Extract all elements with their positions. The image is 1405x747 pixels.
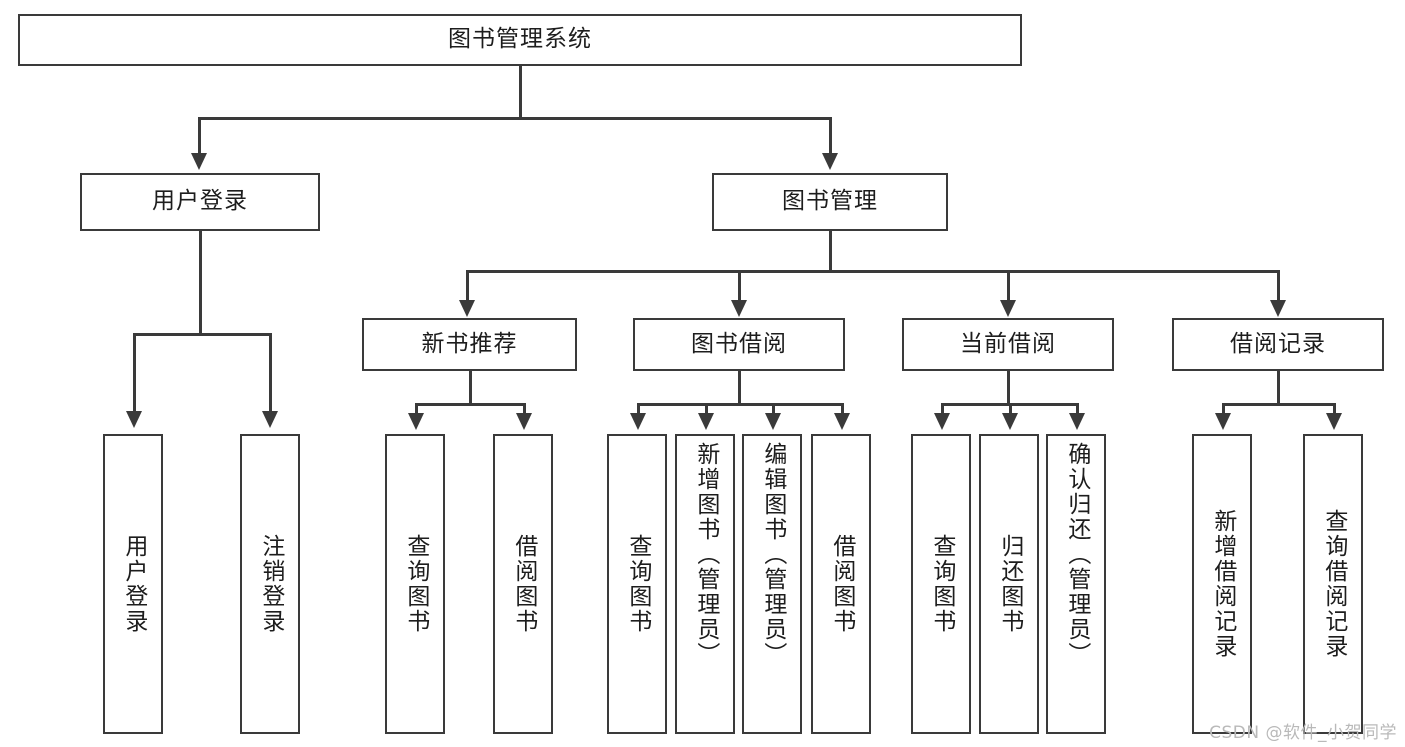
arrowhead-br-leaf-1 (1215, 413, 1231, 430)
arrowhead-to-borrow-record (1270, 300, 1286, 317)
leaf-label: 查询借阅记录 (1320, 509, 1347, 659)
leaf-br-query-record[interactable]: 查询借阅记录 (1303, 434, 1363, 734)
node-root-system[interactable]: 图书管理系统 (18, 14, 1022, 66)
connector-root-drop-right (829, 117, 832, 157)
connector-bm-drop-2 (738, 270, 741, 304)
connector-cb-drop-3 (1076, 403, 1079, 417)
arrowhead-to-new-book-recommend (459, 300, 475, 317)
arrowhead-to-current-borrow (1000, 300, 1016, 317)
leaf-nbr-query-book[interactable]: 查询图书 (385, 434, 445, 734)
node-new-book-recommend[interactable]: 新书推荐 (362, 318, 577, 371)
connector-root-stem (519, 66, 522, 119)
arrowhead-cb-leaf-1 (934, 413, 950, 430)
connector-bm-drop-3 (1007, 270, 1010, 304)
leaf-cb-return-book[interactable]: 归还图书 (979, 434, 1039, 734)
connector-nbr-drop-1 (415, 403, 418, 417)
leaf-label: 注销登录 (257, 534, 284, 634)
node-user-login[interactable]: 用户登录 (80, 173, 320, 231)
connector-cb-drop-1 (941, 403, 944, 417)
leaf-bb-borrow-book[interactable]: 借阅图书 (811, 434, 871, 734)
leaf-cb-query-book[interactable]: 查询图书 (911, 434, 971, 734)
arrowhead-bb-leaf-3 (765, 413, 781, 430)
arrowhead-nbr-leaf-1 (408, 413, 424, 430)
node-label: 图书管理 (782, 188, 878, 215)
leaf-label: 查询图书 (928, 534, 955, 634)
connector-bb-stem (738, 371, 741, 405)
leaf-nbr-borrow-book[interactable]: 借阅图书 (493, 434, 553, 734)
connector-nbr-drop-2 (523, 403, 526, 417)
node-label: 图书管理系统 (448, 26, 592, 53)
connector-bb-drop-4 (841, 403, 844, 417)
arrowhead-to-leaf-logout (262, 411, 278, 428)
leaf-label: 归还图书 (996, 534, 1023, 634)
node-book-management[interactable]: 图书管理 (712, 173, 948, 231)
connector-user-login-stem (199, 231, 202, 335)
leaf-user-login[interactable]: 用户登录 (103, 434, 163, 734)
arrowhead-bb-leaf-2 (698, 413, 714, 430)
connector-user-login-drop-2 (269, 333, 272, 415)
arrowhead-to-leaf-user-login (126, 411, 142, 428)
connector-user-login-bus (133, 333, 271, 336)
leaf-label: 编辑图书（管理员） (759, 442, 786, 667)
connector-bm-drop-1 (466, 270, 469, 304)
node-book-borrow[interactable]: 图书借阅 (633, 318, 845, 371)
connector-br-bus (1222, 403, 1335, 406)
arrowhead-bb-leaf-1 (630, 413, 646, 430)
leaf-bb-edit-book-admin[interactable]: 编辑图书（管理员） (742, 434, 802, 734)
leaf-label: 查询图书 (624, 534, 651, 634)
arrowhead-nbr-leaf-2 (516, 413, 532, 430)
connector-root-drop-left (198, 117, 201, 157)
connector-bb-drop-2 (705, 403, 708, 417)
arrowhead-br-leaf-2 (1326, 413, 1342, 430)
leaf-bb-query-book[interactable]: 查询图书 (607, 434, 667, 734)
arrowhead-to-book-borrow (731, 300, 747, 317)
leaf-label: 借阅图书 (828, 534, 855, 634)
node-label: 用户登录 (152, 188, 248, 215)
connector-bb-bus (637, 403, 844, 406)
arrowhead-bb-leaf-4 (834, 413, 850, 430)
node-current-borrow[interactable]: 当前借阅 (902, 318, 1114, 371)
connector-book-management-bus (466, 270, 1278, 273)
arrowhead-cb-leaf-2 (1002, 413, 1018, 430)
connector-nbr-bus (415, 403, 525, 406)
csdn-watermark: CSDN @软件_小贺同学 (1209, 723, 1397, 743)
leaf-br-add-record[interactable]: 新增借阅记录 (1192, 434, 1252, 734)
connector-cb-drop-2 (1009, 403, 1012, 417)
connector-br-drop-2 (1333, 403, 1336, 417)
leaf-logout[interactable]: 注销登录 (240, 434, 300, 734)
connector-bb-drop-1 (637, 403, 640, 417)
leaf-label: 新增图书（管理员） (692, 442, 719, 667)
node-label: 当前借阅 (960, 330, 1056, 357)
leaf-label: 用户登录 (120, 534, 147, 634)
node-label: 图书借阅 (691, 330, 787, 357)
arrowhead-to-user-login (191, 153, 207, 170)
arrowhead-cb-leaf-3 (1069, 413, 1085, 430)
leaf-bb-add-book-admin[interactable]: 新增图书（管理员） (675, 434, 735, 734)
node-label: 借阅记录 (1230, 330, 1326, 357)
connector-nbr-stem (469, 371, 472, 405)
connector-br-drop-1 (1222, 403, 1225, 417)
connector-br-stem (1277, 371, 1280, 405)
connector-root-bus (198, 117, 831, 120)
node-borrow-record[interactable]: 借阅记录 (1172, 318, 1384, 371)
arrowhead-to-book-management (822, 153, 838, 170)
node-label: 新书推荐 (421, 330, 518, 357)
leaf-label: 借阅图书 (510, 534, 537, 634)
connector-cb-stem (1007, 371, 1010, 405)
connector-bm-drop-4 (1277, 270, 1280, 304)
leaf-label: 新增借阅记录 (1209, 509, 1236, 659)
leaf-label: 确认归还（管理员） (1063, 442, 1090, 667)
leaf-cb-confirm-return-admin[interactable]: 确认归还（管理员） (1046, 434, 1106, 734)
leaf-label: 查询图书 (402, 534, 429, 634)
connector-bb-drop-3 (772, 403, 775, 417)
connector-book-management-stem (829, 231, 832, 272)
connector-user-login-drop-1 (133, 333, 136, 415)
